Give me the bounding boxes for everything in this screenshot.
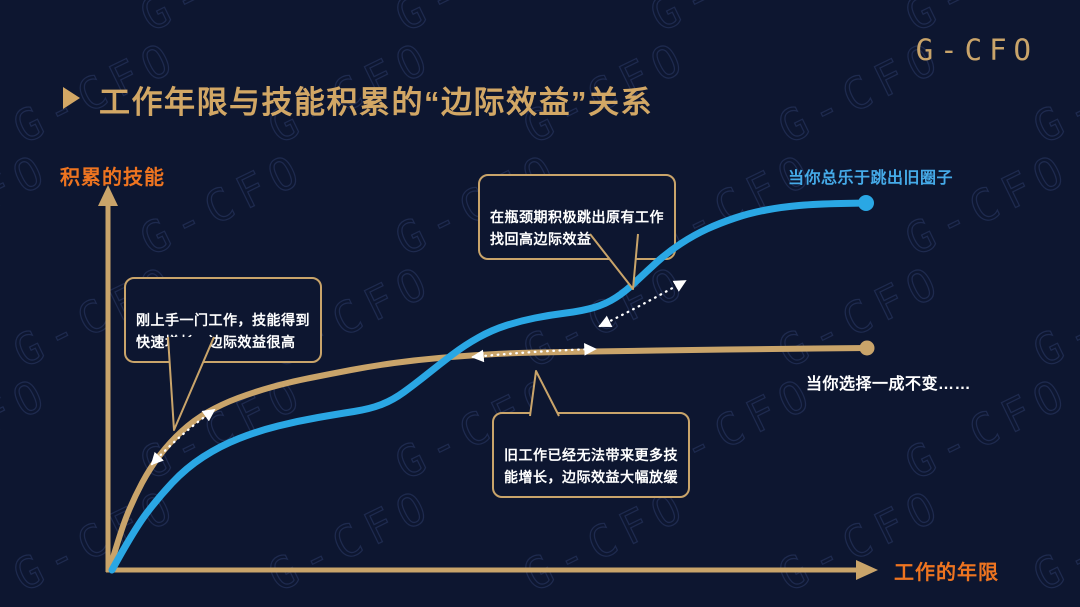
- watermark-text: G-CFO: [897, 142, 1080, 267]
- tan-curve-label: 当你选择一成不变……: [806, 376, 972, 393]
- blue-curve-label: 当你总乐于跳出旧圈子: [788, 170, 954, 187]
- callout-old-job-text: 旧工作已经无法带来更多技 能增长，边际效益大幅放缓: [504, 447, 678, 485]
- watermark-text: G-CFO: [1025, 254, 1080, 379]
- y-axis-label: 积累的技能: [60, 167, 165, 189]
- brand-logo: G-CFO: [915, 33, 1038, 67]
- watermark-text: G-CFO: [0, 142, 60, 267]
- title-bullet-icon: [63, 87, 80, 109]
- watermark-text: G-CFO: [132, 366, 315, 491]
- watermark-text: G-CFO: [0, 366, 60, 491]
- x-axis-label: 工作的年限: [894, 562, 999, 584]
- watermark-text: G-CFO: [770, 254, 953, 379]
- watermark-text: G-CFO: [5, 478, 188, 603]
- watermark-text: G-CFO: [260, 478, 443, 603]
- page-title: 工作年限与技能积累的“边际效益”关系: [99, 85, 653, 120]
- callout-jump-out-text: 在瓶颈期积极跳出原有工作 找回高边际效益: [490, 209, 664, 247]
- callout-fast-growth-text: 刚上手一门工作，技能得到 快速增长，边际效益很高: [136, 312, 310, 350]
- watermark-text: G-CFO: [1025, 478, 1080, 603]
- callout-jump-out: 在瓶颈期积极跳出原有工作 找回高边际效益: [478, 174, 676, 260]
- callout-fast-growth: 刚上手一门工作，技能得到 快速增长，边际效益很高: [124, 277, 322, 363]
- watermark-text: G-CFO: [515, 254, 698, 379]
- watermark-text: G-CFO: [0, 0, 60, 43]
- callout-old-job: 旧工作已经无法带来更多技 能增长，边际效益大幅放缓: [492, 412, 690, 498]
